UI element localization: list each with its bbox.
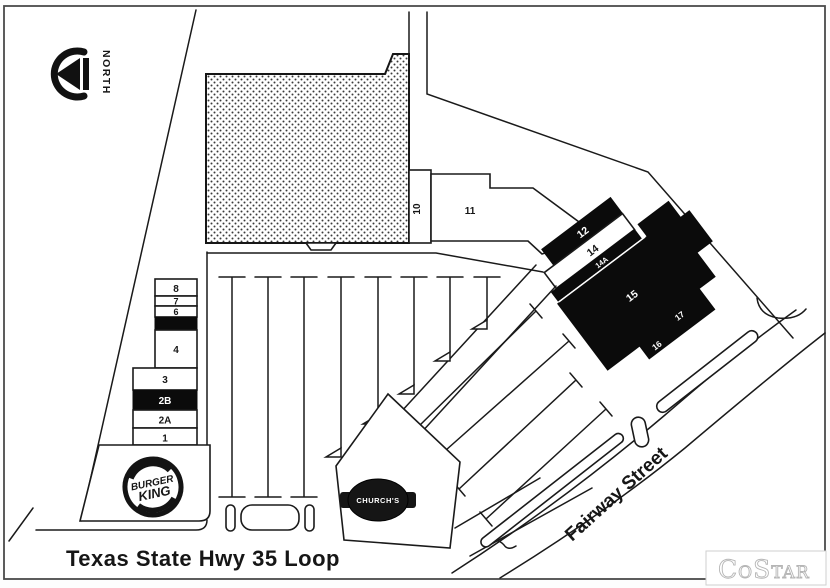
fairway-median-curb <box>655 329 759 414</box>
highway-curb <box>35 519 208 531</box>
burger-king-logo-text-bottom: KING <box>137 483 172 504</box>
unit-15-building <box>557 200 716 371</box>
unit-11-label: 11 <box>465 206 476 217</box>
drive-lane-diagonal-1 <box>388 264 537 426</box>
property-line-northeast <box>426 11 794 339</box>
compass-bar <box>83 58 89 90</box>
unit-2b-label: 2B <box>159 396 172 407</box>
unit-5-occupied <box>154 316 198 331</box>
churchs-logo-text: CHURCH'S <box>356 496 399 505</box>
unit-14a-separator <box>558 236 646 303</box>
fairway-street-edge-southeast <box>499 332 826 579</box>
unit-8-label: 8 <box>173 284 179 295</box>
parking-row-line <box>290 276 318 498</box>
anchor-building-hatched <box>205 53 410 244</box>
compass-arrowhead <box>56 58 80 90</box>
unit-6-label: 6 <box>173 307 178 317</box>
curb-island <box>630 416 650 448</box>
west-strip-group: 8 7 6 4 3 2B 2A 1 <box>132 278 198 446</box>
unit-2a-label: 2A <box>159 416 172 427</box>
east-building-group: 12 14 14A 15 16 17 <box>541 196 716 371</box>
unit-14a <box>550 228 642 302</box>
anchor-building-entry-notch <box>304 242 338 251</box>
unit-10-label: 10 <box>412 203 423 215</box>
parking-row-line <box>436 276 464 353</box>
parcel-corner-line <box>8 507 34 542</box>
curb-island <box>304 504 315 532</box>
drive-lane-diagonal-2 <box>407 285 557 448</box>
unit-7-label: 7 <box>173 297 178 307</box>
parking-row-line <box>479 401 613 527</box>
unit-4-label: 4 <box>173 345 179 356</box>
parking-row-line <box>364 276 392 416</box>
driveway-entrance-curb <box>756 297 807 320</box>
parking-row-line <box>327 276 355 449</box>
parking-row-line <box>473 276 501 321</box>
parking-row-line <box>218 276 246 498</box>
north-arrow-icon <box>50 47 89 101</box>
highway-street-label: Texas State Hwy 35 Loop <box>66 546 340 571</box>
churchs-chicken-logo: CHURCH'S <box>340 478 416 522</box>
compass-crescent <box>50 47 88 101</box>
burger-king-logo: BURGER KING <box>122 456 184 518</box>
fairway-median-curb <box>480 432 625 548</box>
curb-island <box>240 504 300 531</box>
burger-king-logo-ring <box>122 456 184 518</box>
burger-king-logo-top-bun <box>127 460 172 480</box>
churchs-logo-badge <box>347 478 409 522</box>
parking-row-line <box>400 276 428 386</box>
curb-island <box>225 504 236 532</box>
watermark-box <box>705 550 827 586</box>
costar-watermark-text: COSTAR <box>718 555 810 584</box>
drive-lane-edge-north <box>206 252 544 273</box>
costar-watermark: COSTAR <box>705 550 827 586</box>
parking-row-line <box>254 276 282 498</box>
property-line-west <box>80 9 197 522</box>
north-label: NORTH <box>100 50 112 95</box>
burger-king-logo-bottom-bun <box>137 496 176 513</box>
exit-drive-edge-1 <box>454 477 541 529</box>
unit-1-label: 1 <box>162 434 168 445</box>
unit-3-label: 3 <box>162 375 168 386</box>
